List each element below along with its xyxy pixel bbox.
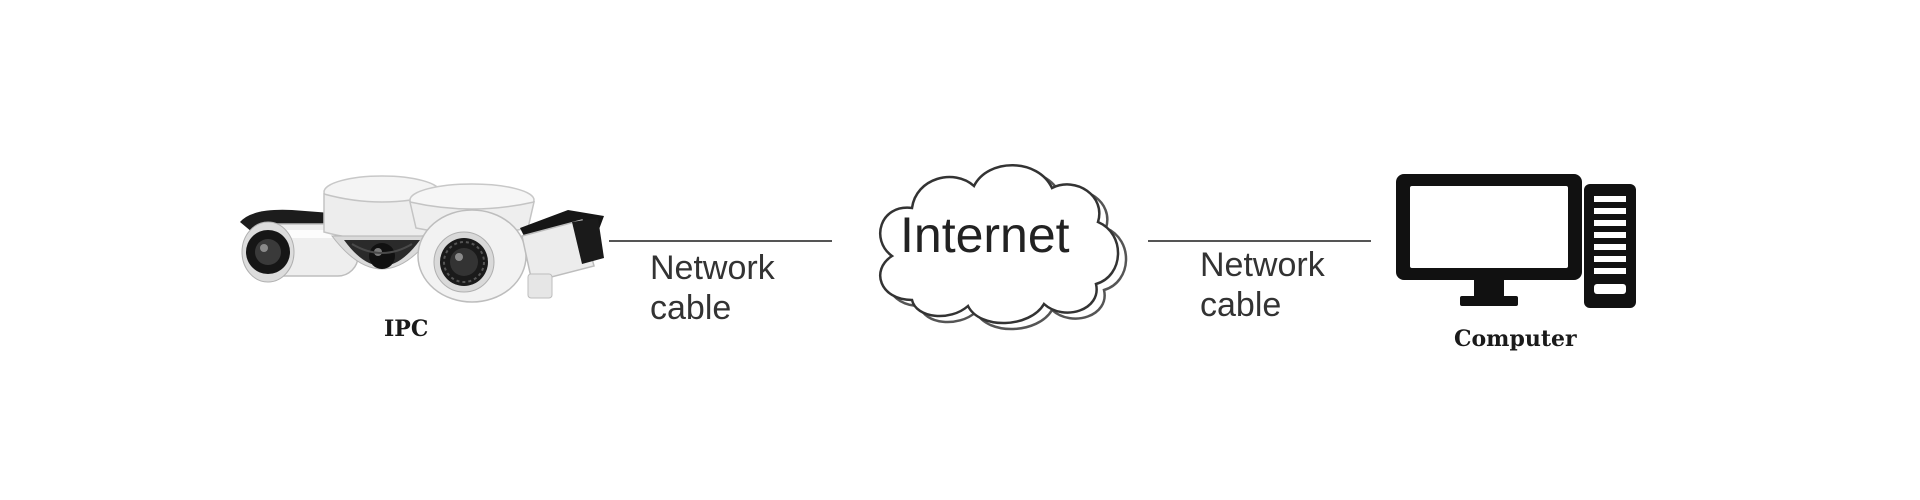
monitor-icon: [1396, 174, 1582, 306]
cloud-icon: Internet: [879, 164, 1128, 331]
tower-icon: [1584, 184, 1636, 308]
network-cable-line-1: [609, 240, 832, 242]
network-cable-label-2: Network cable: [1200, 245, 1325, 325]
ipc-label: IPC: [384, 316, 429, 342]
internet-label: Internet: [900, 207, 1070, 263]
network-cable-label-1-line2: cable: [650, 289, 732, 327]
network-cable-label-1-line1: Network: [650, 249, 775, 287]
network-cable-line-2: [1148, 240, 1371, 242]
network-cable-label-1: Network cable: [650, 248, 775, 328]
camera-group-icon: [240, 175, 604, 303]
network-cable-label-2-line1: Network: [1200, 246, 1325, 284]
bullet-camera-right-icon: [520, 210, 604, 299]
desktop-computer-icon: [1396, 174, 1636, 308]
computer-label: Computer: [1454, 326, 1577, 352]
network-cable-label-2-line2: cable: [1200, 286, 1282, 324]
bullet-camera-left-icon: [240, 209, 359, 283]
turret-camera-icon: [409, 183, 535, 303]
